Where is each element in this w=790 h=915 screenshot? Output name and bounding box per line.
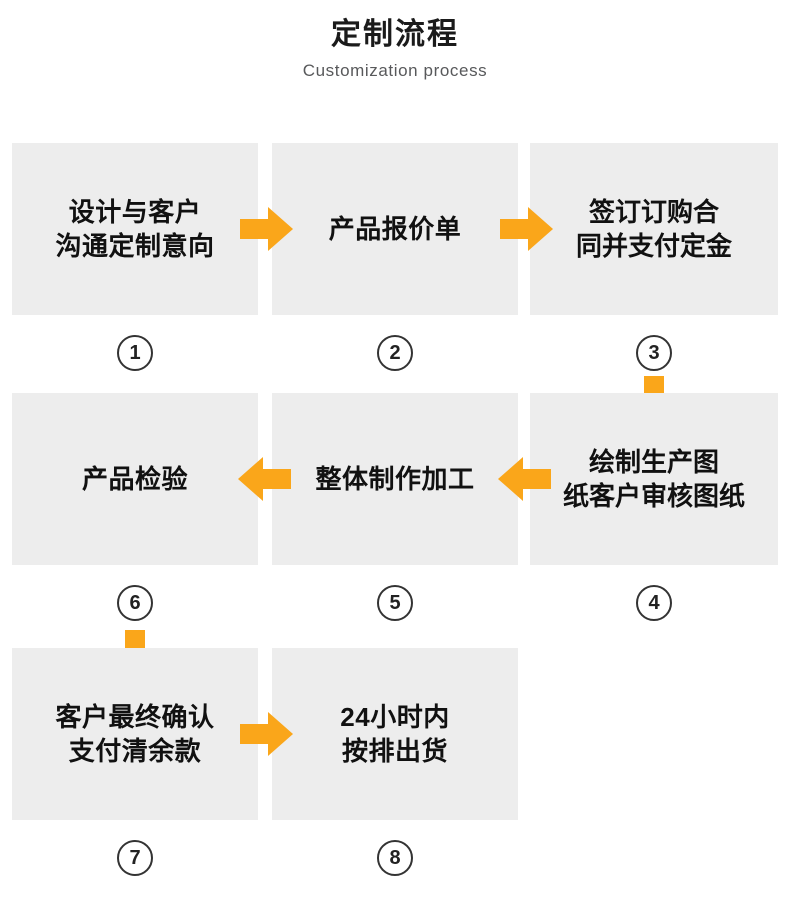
step-number-8: 8 (389, 847, 401, 869)
arrow-right-icon-1-to-2 (240, 207, 293, 251)
step-number-badge-8: 8 (377, 840, 413, 876)
step-box-2: 产品报价单 (272, 143, 518, 315)
step-label-2: 产品报价单 (328, 213, 462, 244)
step-label-1: 设计与客户 沟通定制意向 (55, 196, 215, 261)
step-number-badge-6: 6 (117, 585, 153, 621)
step-box-5: 整体制作加工 (272, 393, 518, 565)
page-title: 定制流程 (331, 18, 459, 51)
step-number-1: 1 (129, 342, 141, 364)
step-number-badge-4: 4 (636, 585, 672, 621)
step-box-3: 签订订购合 同并支付定金 (530, 143, 778, 315)
diagram-header: 定制流程 Customization process (0, 18, 790, 81)
arrow-right-icon-7-to-8 (240, 712, 293, 756)
page-subtitle: Customization process (302, 60, 488, 80)
step-box-7: 客户最终确认 支付清余款 (12, 648, 258, 820)
step-number-7: 7 (129, 847, 141, 869)
step-box-4: 绘制生产图 纸客户审核图纸 (530, 393, 778, 565)
step-label-5: 整体制作加工 (315, 463, 475, 494)
step-number-badge-5: 5 (377, 585, 413, 621)
step-box-6: 产品检验 (12, 393, 258, 565)
step-label-3: 签订订购合 同并支付定金 (575, 196, 732, 261)
step-number-badge-2: 2 (377, 335, 413, 371)
step-label-8: 24小时内 按排出货 (340, 701, 450, 766)
step-number-3: 3 (648, 342, 660, 364)
step-number-4: 4 (648, 592, 660, 614)
step-number-badge-3: 3 (636, 335, 672, 371)
step-box-8: 24小时内 按排出货 (272, 648, 518, 820)
arrow-right-icon-2-to-3 (500, 207, 553, 251)
step-number-badge-1: 1 (117, 335, 153, 371)
step-number-2: 2 (389, 342, 401, 364)
step-label-6: 产品检验 (81, 463, 188, 494)
step-label-7: 客户最终确认 支付清余款 (55, 701, 215, 766)
arrow-left-icon-4-to-5 (498, 457, 551, 501)
step-number-5: 5 (389, 592, 401, 614)
step-box-1: 设计与客户 沟通定制意向 (12, 143, 258, 315)
arrow-left-icon-5-to-6 (238, 457, 291, 501)
step-number-badge-7: 7 (117, 840, 153, 876)
step-number-6: 6 (129, 592, 141, 614)
step-label-4: 绘制生产图 纸客户审核图纸 (562, 446, 745, 511)
